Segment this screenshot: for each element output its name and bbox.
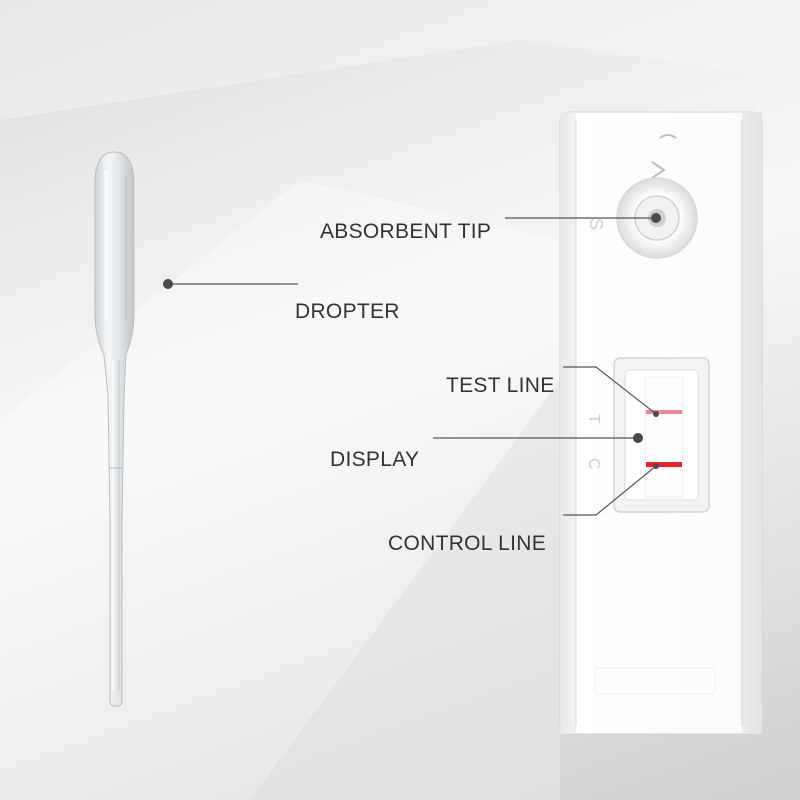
leader-control-line [563,463,659,516]
label-test-line: TEST LINE [446,374,555,397]
label-control-line: CONTROL LINE [388,532,547,555]
leader-test-line [563,366,659,417]
label-absorbent-tip: ABSORBENT TIP [320,220,492,243]
label-display: DISPLAY [330,448,420,471]
cassette-mark-c: C [585,458,602,470]
label-dropter: DROPTER [295,300,400,323]
cassette-mark-t: T [585,414,602,424]
result-window [613,357,710,513]
cassette-mark-s: S [586,218,606,230]
dropper-pipette [94,151,135,707]
leader-absorbent-tip [505,213,661,223]
test-band [646,410,682,414]
leader-dropter [163,279,298,289]
control-band [646,462,682,467]
arrow-marks-icon [651,134,677,179]
leader-display [433,433,643,443]
